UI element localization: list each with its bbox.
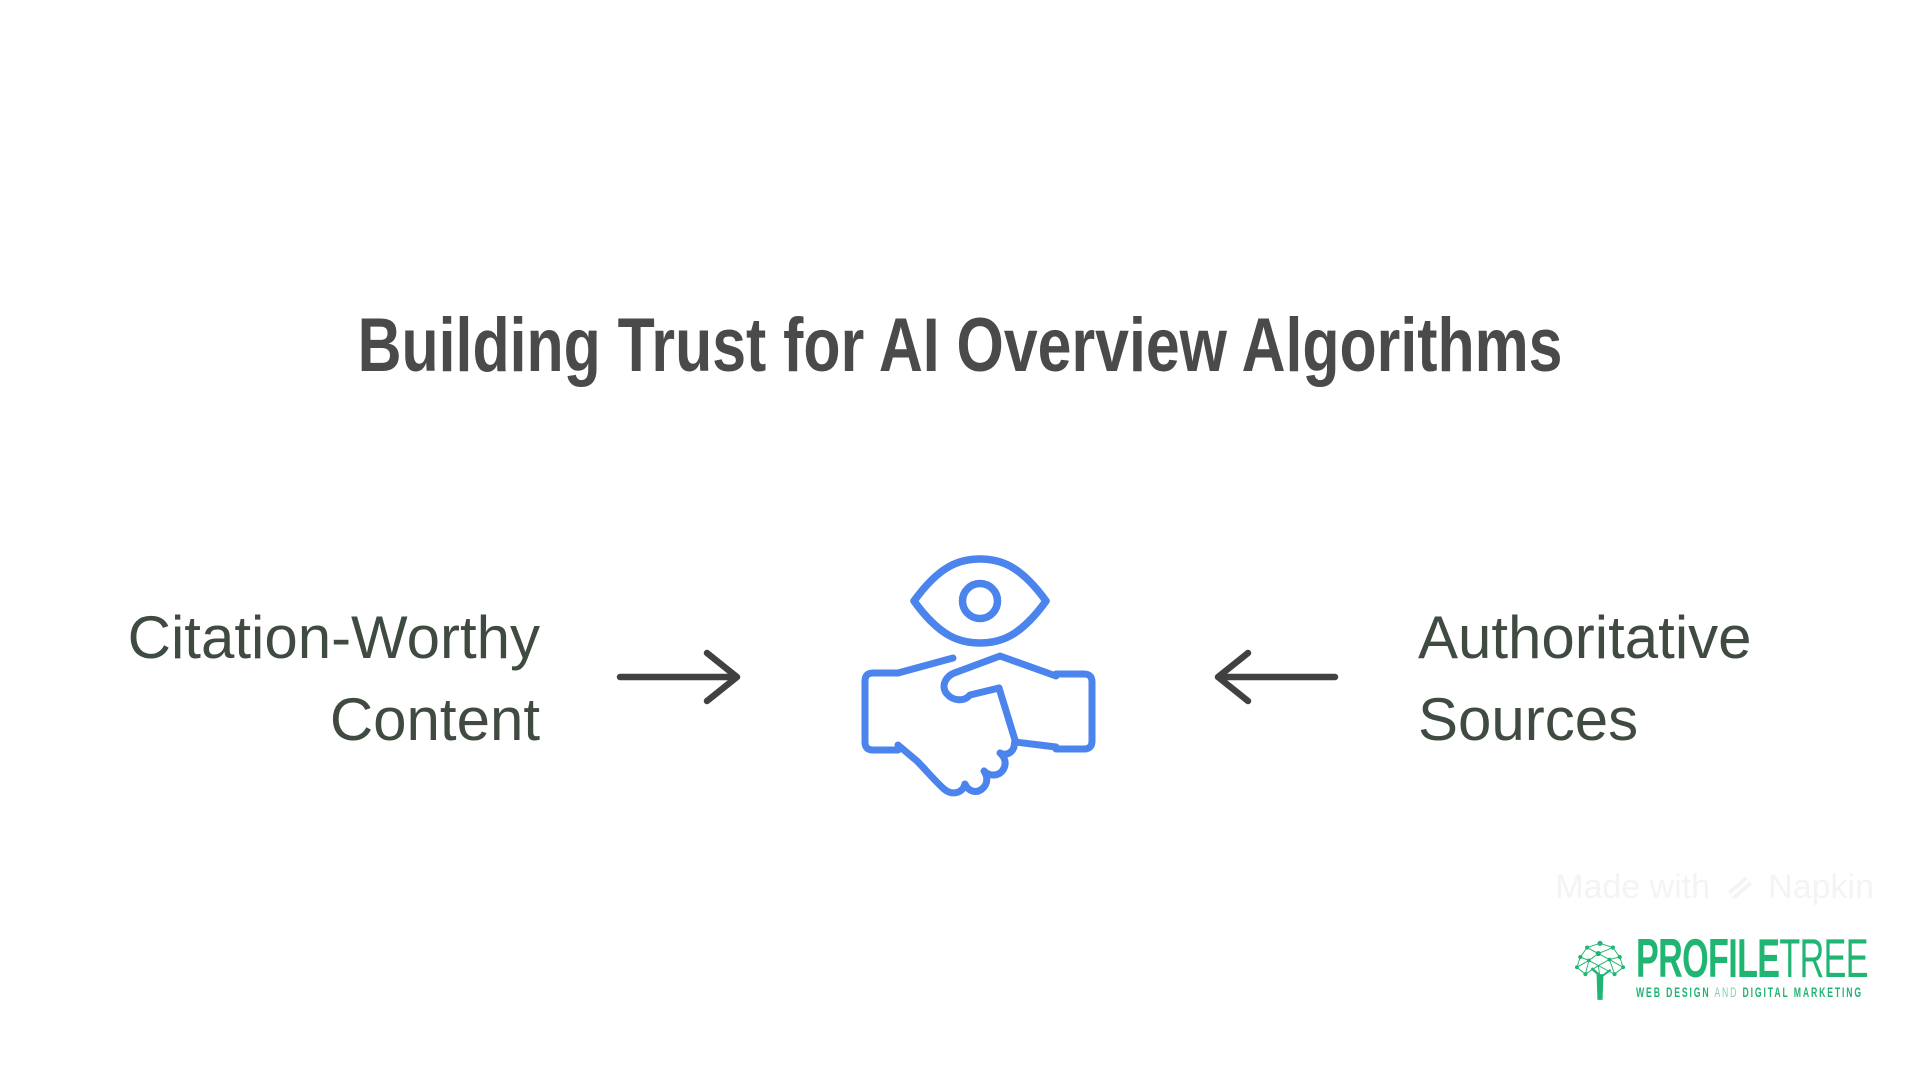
- label-authoritative-sources: Authoritative Sources: [1418, 597, 1918, 761]
- label-line: Content: [329, 686, 540, 753]
- logo-brand-bold: PROFILE: [1636, 927, 1780, 989]
- logo-tagline-right: DIGITAL MARKETING: [1742, 984, 1864, 1000]
- page-title: Building Trust for AI Overview Algorithm…: [0, 304, 1920, 388]
- logo-tagline-left: WEB DESIGN: [1636, 984, 1711, 1000]
- logo-brand-light: TREE: [1779, 927, 1868, 989]
- napkin-pen-icon: [1728, 876, 1752, 899]
- label-line: Citation-Worthy: [127, 604, 540, 671]
- profiletree-logo: PROFILETREE WEB DESIGN AND DIGITAL MARKE…: [1570, 931, 1900, 1024]
- watermark-prefix: Made with: [1555, 868, 1711, 906]
- logo-text: PROFILETREE WEB DESIGN AND DIGITAL MARKE…: [1636, 931, 1869, 1001]
- network-tree-icon: [1574, 940, 1626, 1000]
- logo-brand: PROFILETREE: [1636, 931, 1869, 986]
- eye-icon: [910, 555, 1050, 647]
- page-title-text: Building Trust for AI Overview Algorithm…: [357, 303, 1563, 388]
- handshake-icon: [861, 652, 1096, 797]
- right-arrow-icon: [616, 649, 741, 705]
- logo-tagline-and: AND: [1710, 984, 1743, 1000]
- watermark-brand: Napkin: [1768, 868, 1874, 906]
- label-line: Sources: [1418, 686, 1639, 753]
- label-line: Authoritative: [1418, 604, 1752, 671]
- left-arrow-icon: [1214, 649, 1339, 705]
- label-citation-worthy-content: Citation-Worthy Content: [40, 597, 540, 761]
- watermark: Made with Napkin: [1555, 868, 1874, 907]
- logo-tagline: WEB DESIGN AND DIGITAL MARKETING: [1636, 984, 1868, 1000]
